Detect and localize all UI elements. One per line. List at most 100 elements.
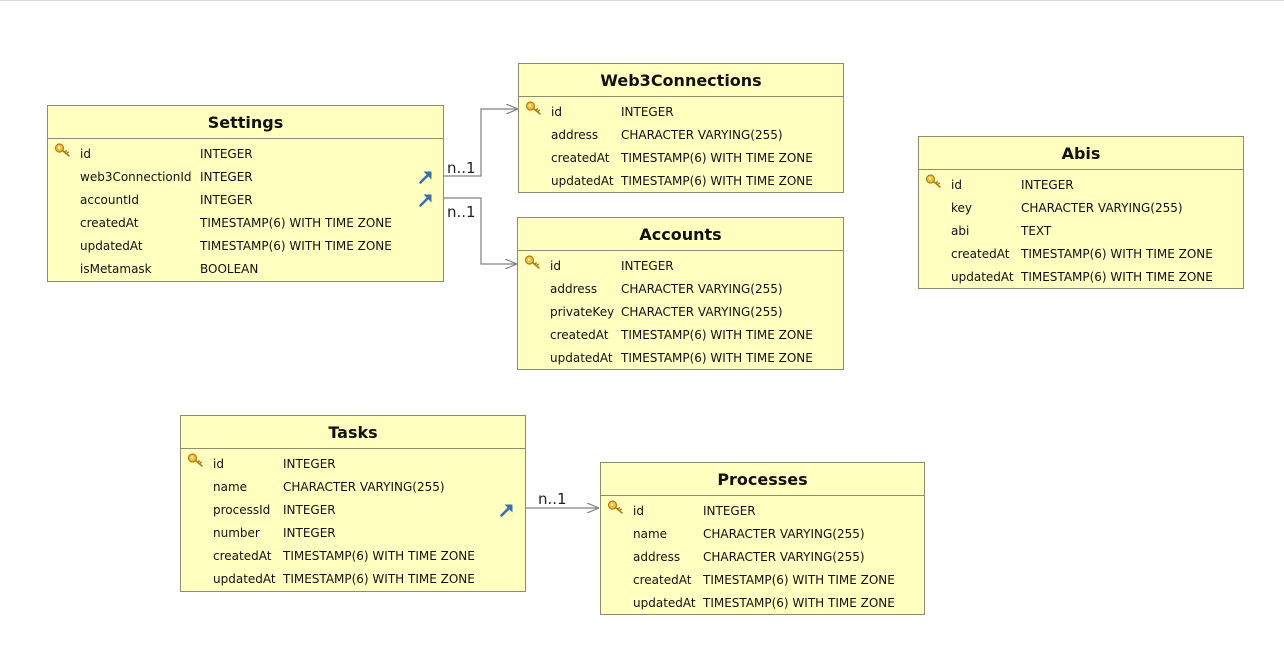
- column-name: processId: [213, 503, 271, 517]
- foreign-key-arrow-icon: [418, 192, 434, 211]
- column-name: address: [551, 128, 599, 142]
- key-icon: [187, 452, 205, 471]
- column-name: name: [213, 480, 248, 494]
- column-type: CHARACTER VARYING(255): [703, 550, 865, 564]
- column-type: INTEGER: [283, 457, 336, 471]
- column-type: CHARACTER VARYING(255): [621, 128, 783, 142]
- column-type: TIMESTAMP(6) WITH TIME ZONE: [283, 549, 475, 563]
- column-type: INTEGER: [200, 193, 253, 207]
- key-icon: [925, 173, 943, 192]
- column-row[interactable]: id INTEGER: [181, 453, 525, 476]
- column-name: id: [213, 457, 224, 471]
- column-type: INTEGER: [1021, 178, 1074, 192]
- column-row[interactable]: createdAt TIMESTAMP(6) WITH TIME ZONE: [181, 545, 525, 568]
- column-row[interactable]: key CHARACTER VARYING(255): [919, 197, 1243, 220]
- column-type: INTEGER: [283, 526, 336, 540]
- column-name: abi: [951, 224, 970, 238]
- column-name: address: [550, 282, 598, 296]
- column-type: TIMESTAMP(6) WITH TIME ZONE: [621, 328, 813, 342]
- column-type: TIMESTAMP(6) WITH TIME ZONE: [703, 596, 895, 610]
- key-icon: [54, 142, 72, 161]
- column-name: id: [951, 178, 962, 192]
- column-row[interactable]: processId INTEGER: [181, 499, 525, 522]
- column-type: INTEGER: [200, 147, 253, 161]
- column-type: CHARACTER VARYING(255): [621, 282, 783, 296]
- column-row[interactable]: updatedAt TIMESTAMP(6) WITH TIME ZONE: [518, 347, 843, 370]
- column-name: createdAt: [213, 549, 272, 563]
- column-name: id: [80, 147, 91, 161]
- column-type: INTEGER: [283, 503, 336, 517]
- column-row[interactable]: createdAt TIMESTAMP(6) WITH TIME ZONE: [919, 243, 1243, 266]
- column-name: createdAt: [551, 151, 610, 165]
- column-type: TIMESTAMP(6) WITH TIME ZONE: [200, 239, 392, 253]
- column-type: TIMESTAMP(6) WITH TIME ZONE: [621, 151, 813, 165]
- column-name: id: [550, 259, 561, 273]
- table-title: Abis: [919, 137, 1243, 170]
- column-row[interactable]: address CHARACTER VARYING(255): [519, 124, 843, 147]
- column-type: TIMESTAMP(6) WITH TIME ZONE: [621, 351, 813, 365]
- column-name: createdAt: [550, 328, 609, 342]
- column-type: CHARACTER VARYING(255): [703, 527, 865, 541]
- column-row[interactable]: id INTEGER: [48, 143, 443, 166]
- column-type: TIMESTAMP(6) WITH TIME ZONE: [1021, 247, 1213, 261]
- column-type: TIMESTAMP(6) WITH TIME ZONE: [200, 216, 392, 230]
- column-row[interactable]: id INTEGER: [601, 500, 924, 523]
- column-name: isMetamask: [80, 262, 152, 276]
- table-title: Settings: [48, 106, 443, 139]
- table-title: Processes: [601, 463, 924, 496]
- column-type: TIMESTAMP(6) WITH TIME ZONE: [621, 174, 813, 188]
- column-name: id: [633, 504, 644, 518]
- column-name: createdAt: [951, 247, 1010, 261]
- column-name: createdAt: [633, 573, 692, 587]
- column-row[interactable]: id INTEGER: [919, 174, 1243, 197]
- column-type: TIMESTAMP(6) WITH TIME ZONE: [1021, 270, 1213, 284]
- foreign-key-arrow-icon: [499, 502, 515, 521]
- key-icon: [524, 254, 542, 273]
- key-icon: [525, 100, 543, 119]
- column-name: name: [633, 527, 668, 541]
- column-name: updatedAt: [550, 351, 613, 365]
- column-name: key: [951, 201, 973, 215]
- column-type: CHARACTER VARYING(255): [1021, 201, 1183, 215]
- column-row[interactable]: createdAt TIMESTAMP(6) WITH TIME ZONE: [519, 147, 843, 170]
- column-name: privateKey: [550, 305, 615, 319]
- table-abis[interactable]: Abis id INTEGER key CHARACTER VARYING(255) ab…: [918, 136, 1244, 289]
- column-row[interactable]: name CHARACTER VARYING(255): [601, 523, 924, 546]
- relation-line-settings-web3connections[interactable]: [443, 109, 517, 177]
- multiplicity-label: n..1: [447, 159, 476, 177]
- relation-line-settings-accounts[interactable]: [443, 197, 516, 264]
- column-name: id: [551, 105, 562, 119]
- column-type: INTEGER: [703, 504, 756, 518]
- column-type: TIMESTAMP(6) WITH TIME ZONE: [283, 572, 475, 586]
- column-row[interactable]: address CHARACTER VARYING(255): [518, 278, 843, 301]
- column-row[interactable]: createdAt TIMESTAMP(6) WITH TIME ZONE: [518, 324, 843, 347]
